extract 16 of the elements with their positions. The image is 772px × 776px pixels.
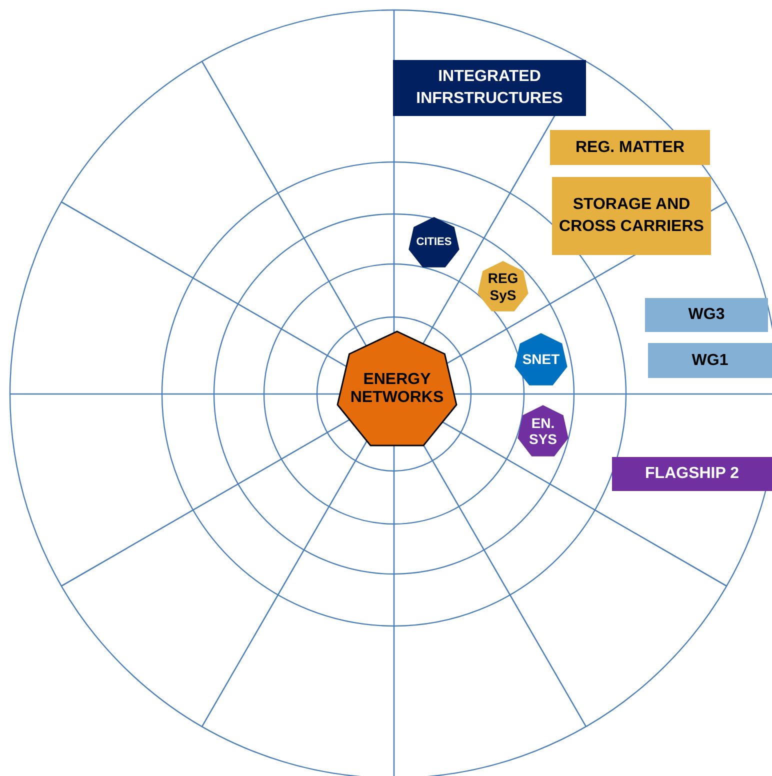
node-label: EN. SYS <box>528 414 558 448</box>
heptagon-node <box>408 216 460 269</box>
heptagon-node <box>517 404 569 458</box>
heptagon-node <box>477 260 529 313</box>
label-box: STORAGE AND CROSS CARRIERS <box>552 177 711 255</box>
heptagon-node <box>514 332 568 387</box>
node-label: SNET <box>522 351 560 368</box>
label-box: WG3 <box>645 298 768 332</box>
heptagon-node <box>336 329 458 449</box>
node-label: ENERGY NETWORKS <box>349 370 445 408</box>
label-box: FLAGSHIP 2 <box>612 457 772 491</box>
node-label: REG SyS <box>486 270 520 303</box>
label-box: INTEGRATED INFRSTRUCTURES <box>393 60 586 116</box>
label-box: REG. MATTER <box>550 130 710 165</box>
label-box: WG1 <box>648 343 772 378</box>
node-label: CITIES <box>416 236 452 249</box>
